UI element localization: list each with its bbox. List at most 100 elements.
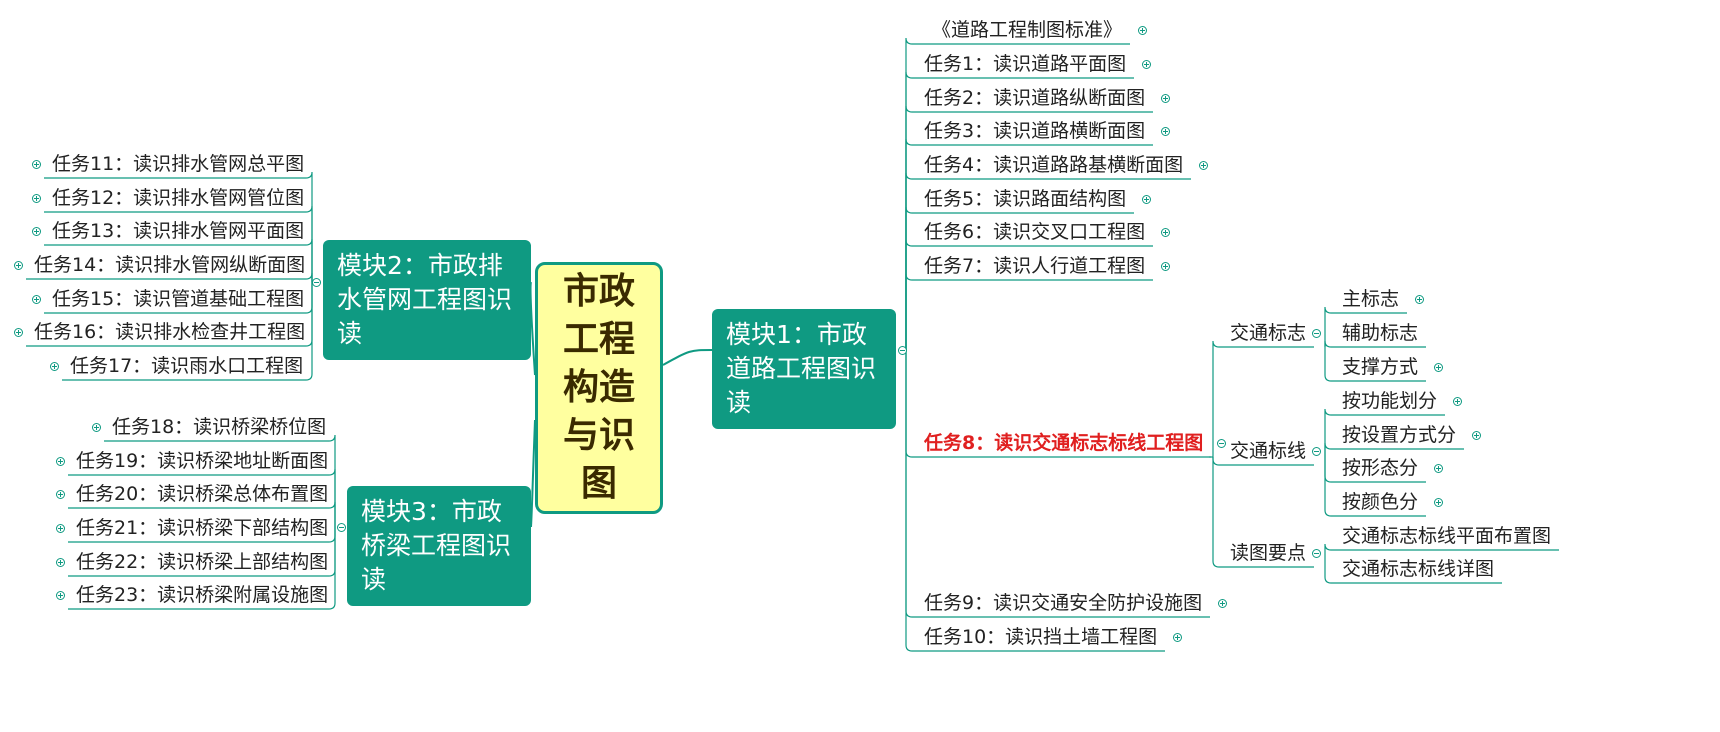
collapse-icon[interactable]	[1311, 446, 1321, 456]
road-standard[interactable]: 《道路工程制图标准》	[932, 19, 1123, 41]
expand-icon[interactable]	[13, 327, 23, 337]
task-3[interactable]: 任务3：读识道路横断面图	[924, 120, 1146, 142]
task-10[interactable]: 任务10：读识挡土墙工程图	[924, 626, 1158, 648]
expand-icon[interactable]	[1141, 59, 1151, 69]
connector	[905, 71, 1134, 350]
expand-icon[interactable]	[31, 159, 41, 169]
detail-drawing[interactable]: 交通标志标线详图	[1342, 558, 1495, 580]
collapse-icon[interactable]	[1311, 548, 1321, 558]
collapse-icon[interactable]	[897, 345, 907, 355]
connector	[1324, 442, 1464, 465]
collapse-icon[interactable]	[311, 277, 321, 287]
expand-icon[interactable]	[1414, 294, 1424, 304]
expand-icon[interactable]	[1452, 396, 1462, 406]
task-6[interactable]: 任务6：读识交叉口工程图	[924, 221, 1146, 243]
connector	[62, 282, 313, 381]
expand-icon[interactable]	[1217, 598, 1227, 608]
expand-icon[interactable]	[1137, 25, 1147, 35]
expand-icon[interactable]	[49, 361, 59, 371]
connector	[26, 272, 313, 282]
expand-icon[interactable]	[1198, 160, 1208, 170]
task-13[interactable]: 任务13：读识排水管网平面图	[52, 220, 305, 242]
expand-icon[interactable]	[55, 590, 65, 600]
connector	[905, 350, 1210, 618]
expand-icon[interactable]	[13, 260, 23, 270]
by-function[interactable]: 按功能划分	[1342, 390, 1438, 412]
expand-icon[interactable]	[1160, 126, 1170, 136]
task-2[interactable]: 任务2：读识道路纵断面图	[924, 87, 1146, 109]
task-4[interactable]: 任务4：读识道路路基横断面图	[924, 154, 1184, 176]
expand-icon[interactable]	[1433, 463, 1443, 473]
connector	[68, 501, 336, 527]
task-12[interactable]: 任务12：读识排水管网管位图	[52, 187, 305, 209]
task-11[interactable]: 任务11：读识排水管网总平图	[52, 153, 305, 175]
task-21[interactable]: 任务21：读识桥梁下部结构图	[76, 517, 329, 539]
main-sign[interactable]: 主标志	[1342, 288, 1400, 310]
expand-icon[interactable]	[55, 523, 65, 533]
task-9[interactable]: 任务9：读识交通安全防护设施图	[924, 592, 1203, 614]
expand-icon[interactable]	[55, 489, 65, 499]
collapse-icon[interactable]	[1216, 438, 1226, 448]
connector	[44, 205, 313, 282]
expand-icon[interactable]	[1433, 362, 1443, 372]
root-topic[interactable]: 市政工程构造与识图	[535, 262, 663, 514]
by-setting-method[interactable]: 按设置方式分	[1342, 424, 1457, 446]
expand-icon[interactable]	[31, 193, 41, 203]
expand-icon[interactable]	[1160, 261, 1170, 271]
connector	[530, 419, 536, 528]
expand-icon[interactable]	[31, 226, 41, 236]
traffic-signs[interactable]: 交通标志	[1230, 322, 1307, 344]
by-form[interactable]: 按形态分	[1342, 457, 1419, 479]
expand-icon[interactable]	[31, 294, 41, 304]
connector	[1324, 465, 1426, 517]
traffic-markings[interactable]: 交通标线	[1230, 440, 1307, 462]
expand-icon[interactable]	[1471, 430, 1481, 440]
task-5[interactable]: 任务5：读识路面结构图	[924, 188, 1127, 210]
task-23[interactable]: 任务23：读识桥梁附属设施图	[76, 584, 329, 606]
connector	[905, 172, 1191, 350]
expand-icon[interactable]	[1160, 227, 1170, 237]
connector	[905, 350, 1165, 652]
reading-points[interactable]: 读图要点	[1230, 542, 1307, 564]
task-19[interactable]: 任务19：读识桥梁地址断面图	[76, 450, 329, 472]
task-22[interactable]: 任务22：读识桥梁上部结构图	[76, 551, 329, 573]
auxiliary-sign[interactable]: 辅助标志	[1342, 322, 1419, 344]
task-17[interactable]: 任务17：读识雨水口工程图	[70, 355, 304, 377]
expand-icon[interactable]	[1172, 632, 1182, 642]
connector	[905, 239, 1153, 350]
connector	[1324, 306, 1407, 347]
module-3-bridge[interactable]: 模块3：市政桥梁工程图识读	[347, 486, 531, 606]
module-1-road[interactable]: 模块1：市政道路工程图识读	[712, 309, 896, 429]
task-16[interactable]: 任务16：读识排水检查井工程图	[34, 321, 306, 343]
connector	[1324, 408, 1445, 465]
collapse-icon[interactable]	[336, 522, 346, 532]
connector	[68, 468, 336, 527]
collapse-icon[interactable]	[1311, 328, 1321, 338]
connector	[44, 238, 313, 282]
module-2-drainage[interactable]: 模块2：市政排水管网工程图识读	[323, 240, 531, 360]
expand-icon[interactable]	[1160, 93, 1170, 103]
task-18[interactable]: 任务18：读识桥梁桥位图	[112, 416, 327, 438]
expand-icon[interactable]	[55, 456, 65, 466]
task-7[interactable]: 任务7：读识人行道工程图	[924, 255, 1146, 277]
connector	[662, 349, 713, 366]
task-1[interactable]: 任务1：读识道路平面图	[924, 53, 1127, 75]
layout-plan[interactable]: 交通标志标线平面布置图	[1342, 525, 1552, 547]
expand-icon[interactable]	[55, 557, 65, 567]
task-20[interactable]: 任务20：读识桥梁总体布置图	[76, 483, 329, 505]
task-8[interactable]: 任务8：读识交通标志标线工程图	[924, 432, 1204, 454]
connector	[104, 434, 336, 527]
expand-icon[interactable]	[1141, 194, 1151, 204]
connector	[1324, 340, 1426, 348]
expand-icon[interactable]	[1433, 497, 1443, 507]
by-color[interactable]: 按颜色分	[1342, 491, 1419, 513]
task-15[interactable]: 任务15：读识管道基础工程图	[52, 288, 305, 310]
connector	[905, 206, 1134, 350]
expand-icon[interactable]	[91, 422, 101, 432]
task-14[interactable]: 任务14：读识排水管网纵断面图	[34, 254, 306, 276]
connector	[1212, 457, 1314, 568]
connector	[905, 37, 1130, 350]
support-method[interactable]: 支撑方式	[1342, 356, 1419, 378]
connector	[905, 105, 1153, 350]
